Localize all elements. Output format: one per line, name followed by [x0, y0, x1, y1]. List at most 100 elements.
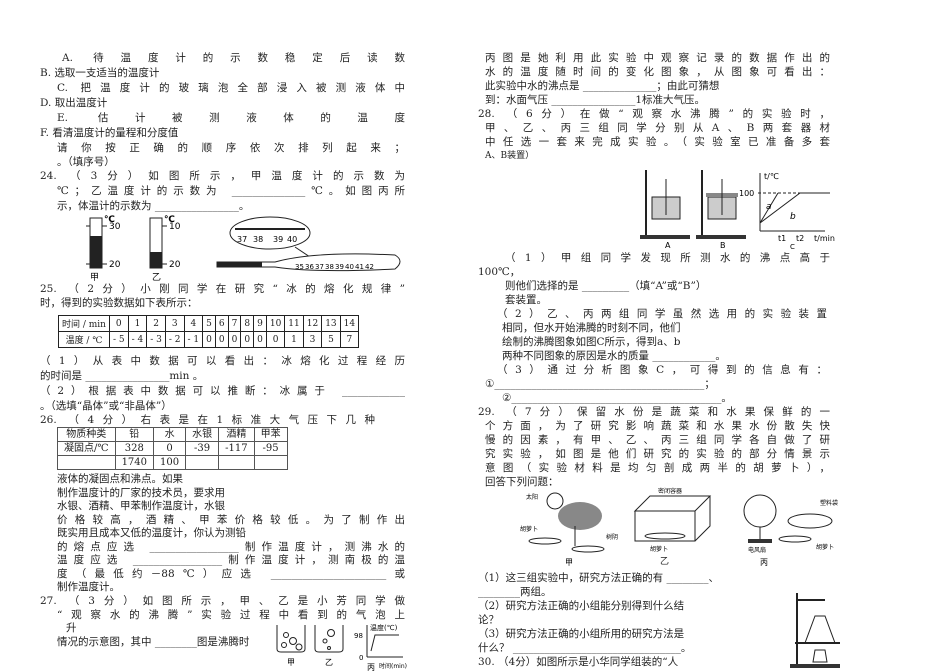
svg-text:36: 36 [305, 263, 314, 271]
svg-text:40: 40 [287, 235, 297, 244]
q27-cont: 丙图是她利用此实验中观察记录的数据作出的 [485, 52, 830, 64]
q27-cont: 水的温度随时间的变化图象，从图象可看出： [485, 66, 830, 78]
q27-line: 情况的示意图，其中 ________图是沸腾时 [57, 635, 250, 648]
svg-text:甲: 甲 [565, 558, 573, 567]
q28-part2: 相同，但水开始沸腾的时刻不同，他们 [502, 322, 681, 334]
svg-text:电风扇: 电风扇 [748, 546, 766, 554]
q29-part3: （3）研究方法正确的小组所用的研究方法是 [478, 628, 685, 640]
table-cell: 7 [227, 315, 242, 332]
q24-title: 24. （3分）如图所示，甲温度计的示数为 [40, 170, 405, 182]
svg-text:℃: ℃ [164, 215, 175, 225]
q28-line: 甲、乙、丙三组同学分别从A、B两套器材 [485, 122, 830, 134]
svg-text:胡萝卜: 胡萝卜 [520, 525, 538, 533]
q29-line: 意图（实验材料是均匀剖成两半的胡萝卜）， [485, 462, 830, 474]
svg-text:a: a [766, 202, 772, 212]
table-cell: 1740 [114, 455, 155, 470]
svg-text:t/℃: t/℃ [764, 172, 779, 181]
table-cell: 酒精 [218, 427, 255, 442]
q28-part1: （1）甲组同学发现所测水的沸点高于 [505, 252, 830, 264]
q26-line: 既实用且成本又低的温度计，你认为测铅 [57, 527, 246, 539]
q25-part2: （2）根据表中数据可以推断：冰属于 ____________ [40, 385, 405, 397]
svg-text:密闭容器: 密闭容器 [658, 487, 682, 495]
table-cell: - 1 [183, 331, 204, 348]
q29-line: 个方面，为了研究影响蔬菜和水果水份散失快 [485, 420, 830, 432]
svg-text:时间(min): 时间(min) [379, 662, 407, 670]
q25-title: 25. （2分）小刚同学在研究“冰的熔化规律” [40, 283, 405, 295]
q28-title: 28. （6分）在做“观察水沸腾”的实验时， [478, 108, 830, 120]
q28-part2: （2）乙、丙两组同学虽然选用的实验装置 [497, 308, 827, 320]
q29-part1: （1）这三组实验中，研究方法正确的有 ________、 [478, 572, 720, 584]
svg-text:0: 0 [359, 654, 363, 662]
table-cell: 0 [227, 331, 242, 348]
table-cell: -117 [218, 441, 255, 456]
svg-text:甲: 甲 [287, 658, 295, 667]
option-e: E. 估计被测液体的温度 [57, 112, 405, 124]
table-cell: - 4 [127, 331, 148, 348]
table-cell: 13 [321, 315, 341, 332]
q28-part3: （3）通过分析图象C，可得到的信息有： [497, 364, 827, 376]
q23-prompt: 请你按正确的顺序依次排列起来； [57, 142, 405, 154]
table-cell: 铅 [114, 427, 155, 442]
svg-text:乙: 乙 [325, 658, 333, 667]
svg-text:20: 20 [169, 260, 181, 270]
q28-line: 中任选一套来完成实验。（实验室已准备多套 [485, 136, 830, 148]
q30-title: 30. （4分）如图所示是小华同学组装的“人 [478, 656, 679, 668]
svg-text:C: C [790, 243, 795, 251]
svg-text:98: 98 [354, 632, 363, 640]
q26-line: 的熔点应选 _________________制作温度计，测沸水的 [57, 540, 405, 553]
svg-text:温度(℃): 温度(℃) [370, 623, 398, 632]
q27-cont: 到：水面气压 ________________1标准大气压。 [485, 94, 706, 106]
apparatus-figure [790, 593, 840, 668]
mercury-yi [150, 252, 162, 268]
table-cell: 水 [153, 427, 187, 442]
option-a: A. 待温度计的示数稳定后读数 [62, 52, 405, 64]
svg-text:40: 40 [345, 263, 354, 271]
svg-text:39: 39 [335, 263, 344, 271]
table-cell [57, 455, 116, 470]
table-cell: 0 [153, 441, 187, 456]
svg-text:37: 37 [237, 235, 247, 244]
q29-part2: （2）研究方法正确的小组能分别得到什么结 [478, 600, 685, 612]
svg-text:丙: 丙 [367, 663, 375, 671]
svg-text:t1: t1 [778, 234, 786, 243]
thermometer-figure: 30 20 ℃ 10 20 ℃ 乙 甲 [86, 215, 181, 283]
q28-part3-blank1: ①_______________________________________… [485, 378, 715, 390]
table-cell: 时间 / min [58, 315, 110, 332]
svg-text:胡萝卜: 胡萝卜 [650, 545, 668, 553]
q25-part2-hint: 。（选填“晶体”或“非晶体”） [40, 400, 172, 412]
q26-line: 温度应选 _________________制作温度计，测南极的温 [57, 554, 405, 566]
q26-line: 制作温度计的厂家的技术员，要求用 [57, 486, 225, 499]
table-cell: 10 [265, 315, 286, 332]
table-cell: 8 [240, 315, 255, 332]
q28-part3-blank2: ②_______________________________________… [502, 392, 732, 404]
svg-text:B: B [720, 241, 726, 250]
q28-part1: 100℃， [478, 266, 521, 278]
table-cell: 5 [321, 331, 341, 348]
table-cell: 100 [153, 455, 187, 470]
table-row: 物质种类铅水水银酒精甲苯 [57, 427, 288, 442]
q26-line: 水银、酒精、甲苯制作温度计，水银 [57, 500, 225, 512]
table-cell: 甲苯 [253, 427, 288, 442]
svg-text:42: 42 [365, 263, 374, 271]
svg-text:41: 41 [355, 263, 364, 271]
fig29-label-yi: 乙 [660, 557, 670, 567]
q27-cont: 此实验中水的沸点是 ______________；由此可猜想 [485, 80, 720, 92]
table-cell: 1 [284, 331, 304, 348]
table-cell [218, 455, 255, 470]
table-cell: -95 [253, 441, 288, 456]
table-cell: 11 [284, 315, 304, 332]
option-b: B. 选取一支适当的温度计 [40, 67, 160, 79]
table-cell: 14 [339, 315, 360, 332]
q24-line: ℃；乙温度计的示数为 ______________℃。如图丙所 [57, 185, 405, 197]
svg-text:胡萝卜: 胡萝卜 [816, 543, 834, 551]
table-cell: - 3 [146, 331, 166, 348]
table-cell: 328 [114, 441, 155, 456]
option-c: C. 把温度计的玻璃泡全部浸入被测液体中 [57, 82, 405, 94]
q27-line: 升 [66, 622, 77, 634]
svg-text:t/min: t/min [814, 234, 835, 243]
